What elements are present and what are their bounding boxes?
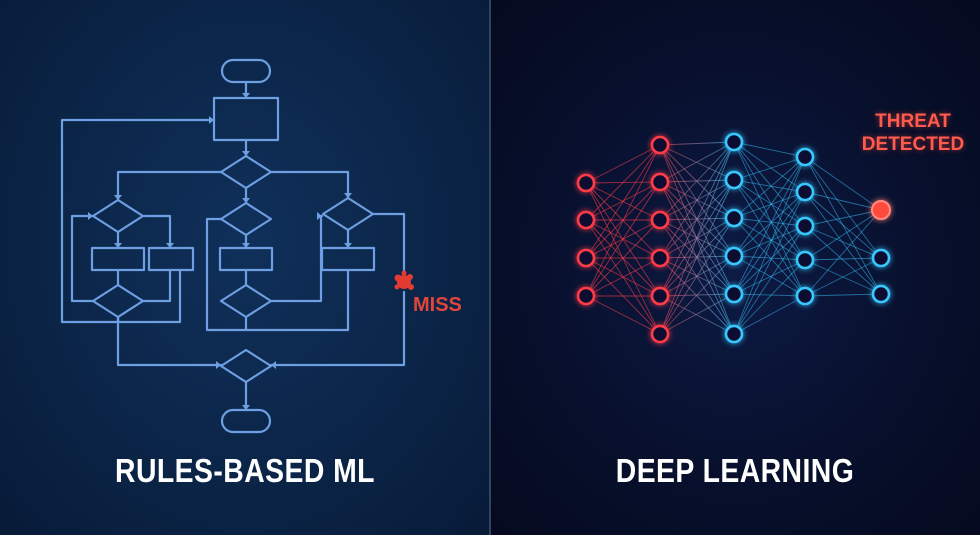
network-connection bbox=[733, 217, 806, 227]
network-connection bbox=[585, 295, 661, 335]
network-connection bbox=[659, 144, 735, 335]
network-node-layer3-1 bbox=[724, 132, 744, 152]
network-connection bbox=[585, 144, 661, 221]
network-connection bbox=[585, 144, 661, 297]
network-connection bbox=[659, 141, 735, 335]
network-connection bbox=[804, 191, 882, 295]
network-node-layer4-3 bbox=[795, 216, 815, 236]
network-node-layer5-2 bbox=[871, 248, 891, 268]
network-node-layer1-2 bbox=[576, 210, 596, 230]
network-connection bbox=[733, 255, 806, 297]
network-connection bbox=[659, 179, 735, 335]
network-connection bbox=[585, 219, 661, 297]
network-connection bbox=[733, 293, 806, 297]
network-node-layer4-1 bbox=[795, 147, 815, 167]
network-connection bbox=[733, 141, 806, 261]
network-connection bbox=[733, 225, 806, 257]
threat-output-node bbox=[871, 200, 891, 220]
network-connection bbox=[733, 259, 806, 295]
network-node-layer3-5 bbox=[724, 284, 744, 304]
network-connection bbox=[804, 225, 882, 295]
network-node-layer4-5 bbox=[795, 286, 815, 306]
flowchart-diagram bbox=[60, 58, 414, 434]
miss-splat-icon bbox=[394, 270, 414, 290]
network-connection bbox=[733, 141, 806, 227]
network-connection bbox=[733, 217, 806, 297]
panel-divider bbox=[489, 0, 491, 535]
network-node-layer1-4 bbox=[576, 286, 596, 306]
network-connection bbox=[804, 209, 882, 297]
rules-based-caption: RULES-BASED ML bbox=[115, 452, 375, 489]
network-connection bbox=[733, 225, 806, 295]
network-connection bbox=[733, 255, 806, 261]
network-connection bbox=[804, 156, 882, 259]
network-connection bbox=[585, 181, 661, 297]
network-connection bbox=[659, 217, 735, 335]
network-node-layer5-3 bbox=[871, 284, 891, 304]
network-connection bbox=[733, 179, 806, 261]
network-node-layer3-6 bbox=[724, 324, 744, 344]
network-node-layer3-4 bbox=[724, 246, 744, 266]
network-connection bbox=[659, 141, 735, 183]
network-node-layer2-3 bbox=[650, 210, 670, 230]
network-node-layer3-2 bbox=[724, 170, 744, 190]
network-node-layer2-1 bbox=[650, 135, 670, 155]
network-connection bbox=[804, 191, 882, 259]
network-node-layer2-6 bbox=[650, 324, 670, 344]
network-connection bbox=[733, 191, 806, 257]
network-connection bbox=[733, 156, 806, 335]
network-node-layer2-4 bbox=[650, 248, 670, 268]
network-node-layer1-3 bbox=[576, 248, 596, 268]
network-connection bbox=[733, 156, 806, 257]
network-connection bbox=[659, 141, 735, 259]
deep-learning-panel bbox=[490, 0, 980, 535]
network-connection bbox=[733, 191, 806, 219]
network-connection bbox=[585, 144, 661, 259]
network-connection bbox=[733, 217, 806, 261]
network-connection bbox=[733, 156, 806, 295]
network-node-layer3-3 bbox=[724, 208, 744, 228]
network-connection bbox=[733, 179, 806, 297]
network-connection bbox=[585, 257, 661, 297]
network-connection bbox=[804, 293, 882, 297]
network-connection bbox=[733, 141, 806, 193]
network-connection bbox=[804, 257, 882, 297]
network-connection bbox=[804, 209, 882, 261]
network-node-layer1-1 bbox=[576, 173, 596, 193]
network-connection bbox=[804, 209, 882, 227]
deep-learning-caption: DEEP LEARNING bbox=[615, 452, 855, 489]
threat-detected-label: THREAT DETECTED bbox=[861, 111, 965, 155]
network-connection bbox=[804, 257, 882, 261]
network-node-layer4-4 bbox=[795, 250, 815, 270]
network-connection bbox=[659, 141, 735, 221]
network-connection bbox=[804, 191, 882, 211]
network-connection bbox=[733, 141, 806, 158]
rules-based-panel: MISS RULES-BASED ML bbox=[0, 0, 490, 535]
network-connection bbox=[733, 141, 806, 297]
network-connection bbox=[733, 295, 806, 335]
network-connection bbox=[659, 293, 735, 335]
network-connection bbox=[733, 191, 806, 295]
network-connection bbox=[733, 179, 806, 227]
network-connection bbox=[659, 255, 735, 335]
network-connection bbox=[733, 156, 806, 219]
network-connection bbox=[659, 141, 735, 297]
network-connection bbox=[733, 225, 806, 335]
miss-label: MISS bbox=[413, 294, 462, 316]
network-connection bbox=[733, 191, 806, 335]
network-connection bbox=[733, 179, 806, 193]
network-connection bbox=[659, 141, 735, 146]
network-node-layer2-2 bbox=[650, 172, 670, 192]
network-node-layer2-5 bbox=[650, 286, 670, 306]
network-connection bbox=[733, 259, 806, 335]
network-node-layer4-2 bbox=[795, 182, 815, 202]
network-connection bbox=[804, 225, 882, 259]
network-connection bbox=[733, 156, 806, 181]
network-connection bbox=[585, 144, 661, 184]
network-connection bbox=[804, 156, 882, 211]
